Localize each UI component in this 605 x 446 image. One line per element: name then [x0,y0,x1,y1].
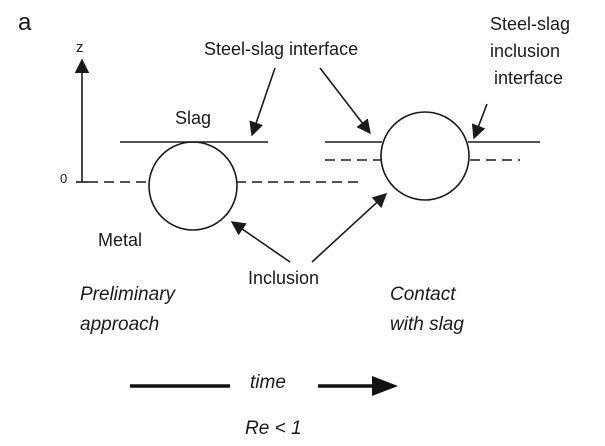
pointer-arrow-interface-left [249,67,276,137]
inclusion-label: Inclusion [248,268,319,288]
z-axis-label: z [76,39,84,56]
inclusion-circle-left [148,141,238,231]
metal-label: Metal [98,230,142,250]
contact-with-slag-label-1: Contact [390,284,456,305]
time-arrow-head [372,376,398,396]
steel-slag-inclusion-interface-label-2: inclusion [490,41,560,61]
pointer-arrow-inclusion-right [311,193,388,263]
zero-label: 0 [60,171,67,186]
steel-slag-inclusion-interface-label-3: interface [494,68,563,88]
steel-slag-interface-label: Steel-slag interface [204,39,358,59]
pointer-arrow-inclusion-interface [471,103,488,140]
pointer-arrow-interface-right [319,67,371,135]
inclusion-circle-right [380,111,470,201]
time-label: time [250,372,286,393]
reynolds-condition-label: Re < 1 [245,418,302,439]
preliminary-approach-label-1: Preliminary [80,284,177,305]
preliminary-approach-label-2: approach [80,314,159,335]
panel-label: a [18,9,32,36]
pointer-arrow-inclusion-left [230,221,291,263]
steel-slag-inclusion-interface-label-1: Steel-slag [490,14,570,34]
contact-with-slag-label-2: with slag [390,314,464,335]
slag-label: Slag [175,108,211,128]
